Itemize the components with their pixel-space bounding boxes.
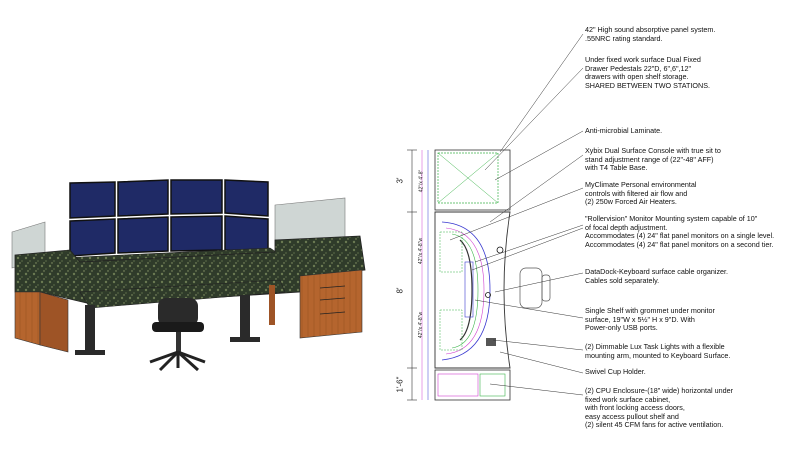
dimension-top: 3' <box>395 177 405 184</box>
dimension-bottom: 1'-6" <box>395 376 405 393</box>
plan-view-panel: 3' 8' 1'-6" 42"/x 4'-8" 42"/x 4'-8"w 42"… <box>390 0 800 450</box>
callout-task-lights: (2) Dimmable Lux Task Lights with a flex… <box>585 342 731 360</box>
monitor <box>69 218 116 257</box>
monitor <box>69 181 116 219</box>
monitor <box>170 215 223 252</box>
keyboard-surface <box>79 279 286 309</box>
plan-drawing-svg <box>407 33 584 401</box>
monitor-arc <box>459 239 473 341</box>
top-cabinet <box>434 149 511 211</box>
callout-rollervision: "Rollervision" Monitor Mounting system c… <box>585 214 775 249</box>
office-chair <box>149 298 206 372</box>
dimension-middle: 8' <box>395 287 405 294</box>
left-pedestal <box>14 291 41 346</box>
dimension-small-top: 42"/x 4'-8" <box>418 169 425 193</box>
callout-dual-surface-console: Xybix Dual Surface Console with true sit… <box>585 146 721 173</box>
monitor <box>170 179 223 215</box>
dimension-small-mid2: 42"/x 4'-8"w <box>418 311 425 339</box>
bottom-cabinet <box>434 369 511 401</box>
table-leg <box>240 295 250 340</box>
table-leg <box>85 305 95 353</box>
callout-acoustic-panel: 42" High sound absorptive panel system..… <box>585 25 716 43</box>
monitor <box>117 179 169 217</box>
callout-laminate: Anti-microbial Laminate. <box>585 126 663 135</box>
monitor <box>117 216 169 254</box>
console-rendering-svg <box>11 179 366 372</box>
dimension-small-mid1: 42"/x 4'-8"w <box>418 237 425 265</box>
console-outline <box>434 211 511 369</box>
callout-cup-holder: Swivel Cup Holder. <box>585 367 646 376</box>
leader-lines <box>449 33 584 396</box>
right-pedestal <box>299 269 363 339</box>
callout-datadock: DataDock-Keyboard surface cable organize… <box>585 267 729 285</box>
monitor <box>224 179 269 217</box>
monitor-array <box>69 179 269 257</box>
monitor <box>224 215 269 254</box>
console-rendering <box>0 0 390 450</box>
callout-cpu-enclosure: (2) CPU Enclosure-(18" wide) horizontal … <box>585 386 733 430</box>
chair-outline <box>519 267 551 309</box>
